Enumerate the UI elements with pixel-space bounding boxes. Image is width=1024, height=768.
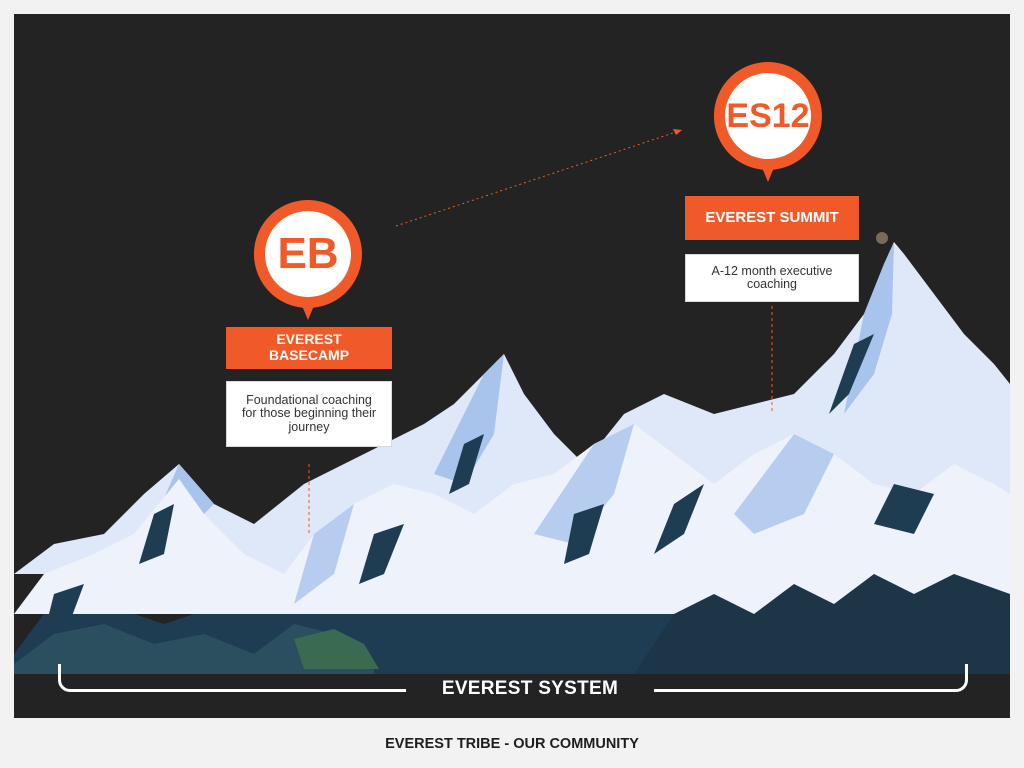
footer-caption: EVEREST TRIBE - OUR COMMUNITY [385,736,639,752]
rock-streak-3 [654,484,704,554]
mountain-front-slope-right [634,574,1010,674]
rock-streak-1 [829,334,874,414]
summit-label: EVEREST SUMMIT [685,196,859,240]
progress-arrow [395,131,677,227]
system-label: EVEREST SYSTEM [406,678,654,700]
rock-streak-8 [44,584,84,634]
progress-arrow-head [673,129,682,135]
basecamp-description: Foundational coaching for those beginnin… [226,381,392,447]
summit-pin: ES12 [710,58,826,184]
basecamp-badge: EB [277,229,339,278]
mountain-front-slope-green [294,629,379,669]
summit-badge: ES12 [726,97,810,135]
basecamp-pin: EB [250,196,366,322]
mountain-range-illustration [14,129,1010,674]
rock-streak-2 [449,434,484,494]
mountain-ice-shade-2 [434,354,504,484]
rock-streak-5 [139,504,174,564]
summit-climber-figure [876,232,888,244]
diagram-canvas: EB EVEREST BASECAMP Foundational coachin… [14,14,1010,718]
rock-streak-4 [874,484,934,534]
summit-description: A-12 month executive coaching [685,254,859,302]
mountain-ice-shade-5 [734,434,834,534]
mountain-mid-range [14,424,1010,614]
mountain-ice-shade-6 [294,504,354,604]
rock-streak-6 [359,524,404,584]
basecamp-label: EVEREST BASECAMP [226,327,392,369]
mountain-ice-shade-4 [534,424,634,544]
mountain-front-slope-left [14,624,374,674]
rock-streak-7 [564,504,604,564]
